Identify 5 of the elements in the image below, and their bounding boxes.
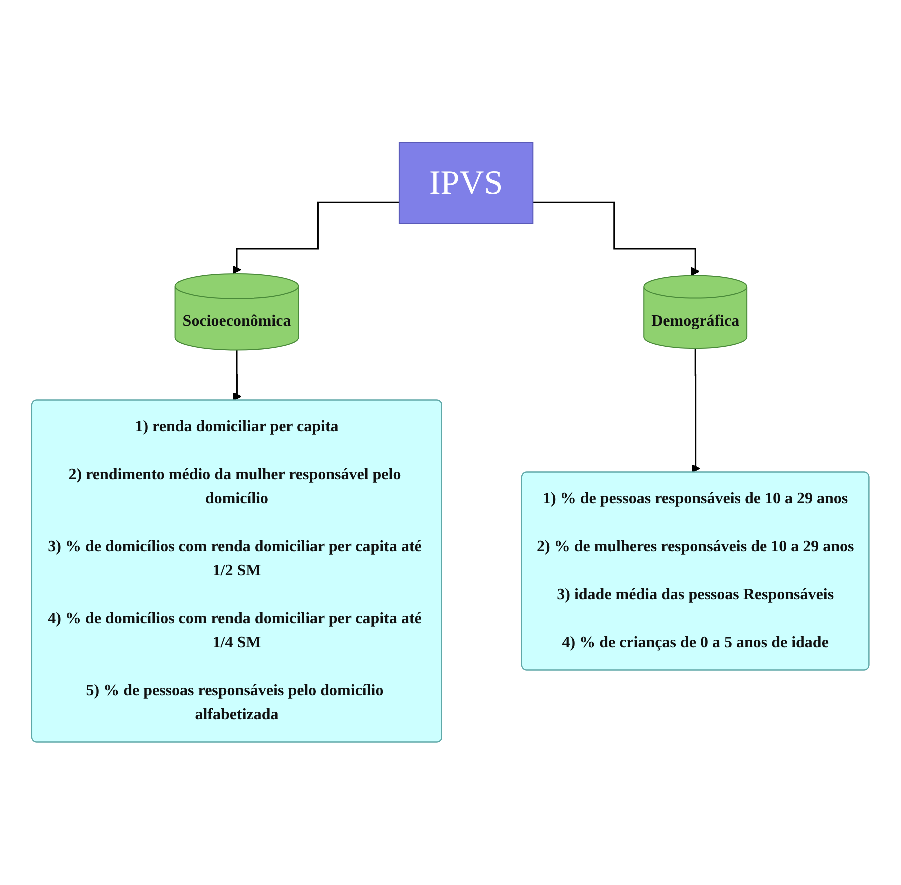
node-box: IPVS xyxy=(398,142,534,224)
arrow xyxy=(692,348,700,474)
arrow xyxy=(232,349,242,402)
arrow xyxy=(533,202,700,276)
arrow xyxy=(232,202,400,274)
